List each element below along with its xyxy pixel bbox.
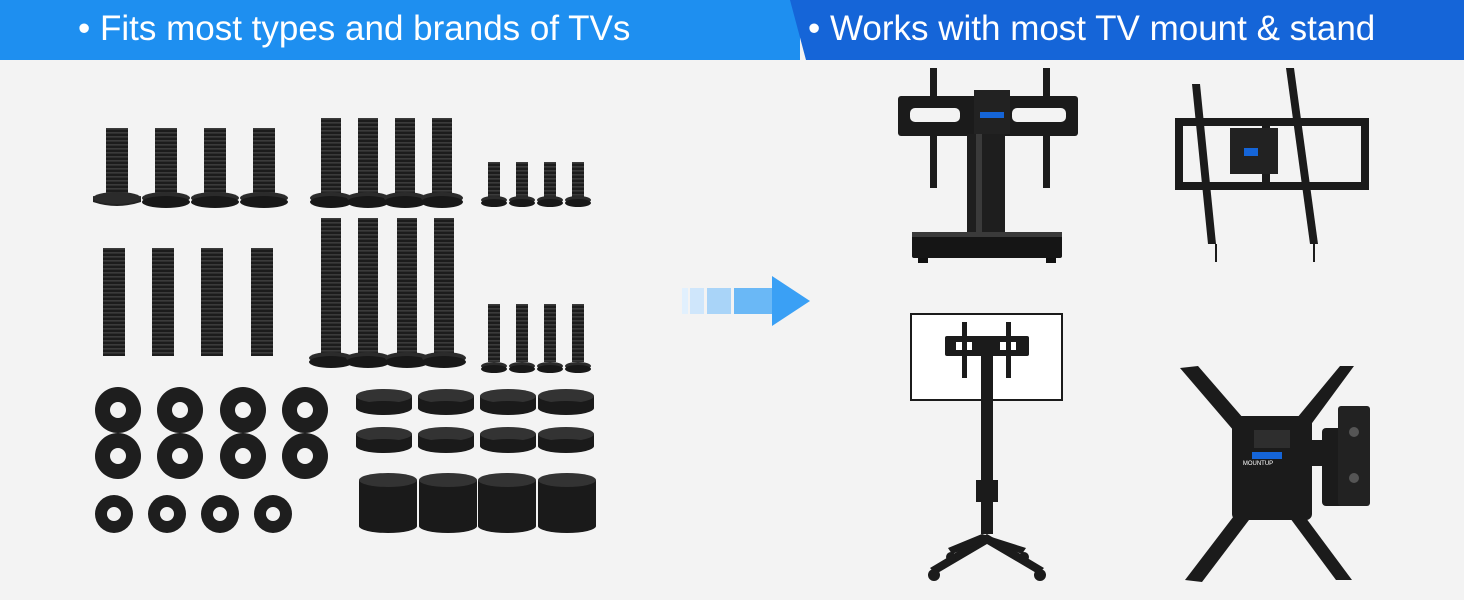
tilting-wall-mount xyxy=(1175,68,1369,262)
bolt-set-small-middle xyxy=(481,304,591,373)
arrow-right-icon xyxy=(682,276,810,326)
bolt-set-long xyxy=(103,248,273,356)
bolt-set-medium xyxy=(93,128,288,208)
banner-left-panel xyxy=(0,0,800,60)
bolt-set-small-top xyxy=(481,162,591,207)
washer-set xyxy=(95,387,328,533)
full-motion-wall-mount xyxy=(1180,366,1370,582)
screw-kit xyxy=(93,118,596,533)
header-banner: • Fits most types and brands of TVs • Wo… xyxy=(0,0,1464,60)
compatibility-mount-heading: • Works with most TV mount & stand xyxy=(808,9,1376,48)
banner-right-panel xyxy=(790,0,1464,60)
spacer-set xyxy=(356,389,596,533)
compatibility-tv-heading: • Fits most types and brands of TVs xyxy=(78,9,631,48)
bolt-set-medium-long xyxy=(310,118,463,208)
brand-label: MOUNTUP xyxy=(1243,461,1273,467)
tabletop-tv-stand xyxy=(898,68,1078,263)
rolling-tv-cart xyxy=(910,313,1063,581)
bolt-set-extra-long xyxy=(309,218,466,368)
